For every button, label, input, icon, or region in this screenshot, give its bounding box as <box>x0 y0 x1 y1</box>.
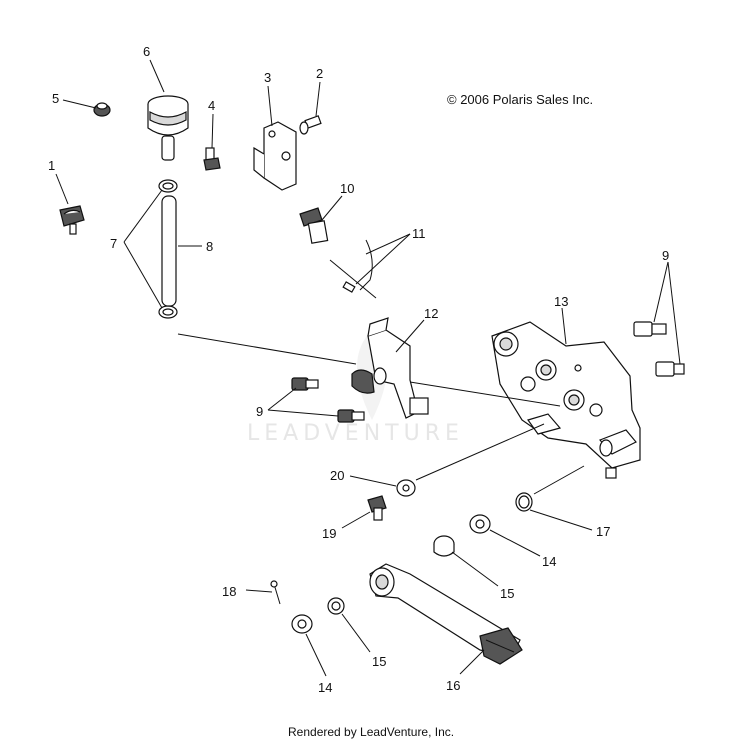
callout-3: 3 <box>264 70 271 85</box>
callout-14-lower: 14 <box>318 680 332 695</box>
callout-7: 7 <box>110 236 117 251</box>
part-9-bolt-right-top[interactable] <box>633 321 667 337</box>
part-19-bolt[interactable] <box>367 495 387 521</box>
part-8-hose[interactable] <box>161 195 177 307</box>
part-6-reservoir[interactable] <box>147 95 189 161</box>
callout-10: 10 <box>340 181 354 196</box>
part-7-hose-clamp-top[interactable] <box>158 179 178 193</box>
callout-19: 19 <box>322 526 336 541</box>
callout-4: 4 <box>208 98 215 113</box>
part-9-bolt-right-bottom[interactable] <box>655 361 685 377</box>
callout-17: 17 <box>596 524 610 539</box>
copyright-text: © 2006 Polaris Sales Inc. <box>447 92 593 107</box>
part-3-bracket[interactable] <box>253 121 297 191</box>
part-15-bushing-upper[interactable] <box>433 535 455 557</box>
part-16-brake-pedal[interactable] <box>369 563 523 665</box>
part-10-banjo-bolt[interactable] <box>299 207 329 244</box>
part-18-cotter-pin[interactable] <box>270 580 281 605</box>
footer-text: Rendered by LeadVenture, Inc. <box>288 725 454 739</box>
callout-18: 18 <box>222 584 236 599</box>
callout-13: 13 <box>554 294 568 309</box>
callout-15-upper: 15 <box>500 586 514 601</box>
part-9-bolt-left-bottom[interactable] <box>337 409 365 423</box>
callout-11: 11 <box>412 226 426 241</box>
callout-9-right: 9 <box>662 248 669 263</box>
part-15-bushing-lower[interactable] <box>327 597 345 615</box>
callout-9-left: 9 <box>256 404 263 419</box>
callout-12: 12 <box>424 306 438 321</box>
callout-14-upper: 14 <box>542 554 556 569</box>
callout-16: 16 <box>446 678 460 693</box>
part-17-spring[interactable] <box>515 492 533 512</box>
callout-8: 8 <box>206 239 213 254</box>
callout-5: 5 <box>52 91 59 106</box>
part-14-washer-upper[interactable] <box>469 514 491 534</box>
leader-lines <box>55 59 681 677</box>
part-20-washer[interactable] <box>396 479 416 497</box>
part-4-bolt[interactable] <box>203 147 221 171</box>
watermark-text: LEADVENTURE <box>247 421 464 446</box>
callout-6: 6 <box>143 44 150 59</box>
callout-1: 1 <box>48 158 55 173</box>
part-11-washers[interactable] <box>329 239 377 299</box>
part-1-clamp[interactable] <box>59 205 85 235</box>
part-2-rivet[interactable] <box>299 115 322 135</box>
part-14-washer-lower[interactable] <box>291 614 313 634</box>
callout-15-lower: 15 <box>372 654 386 669</box>
part-9-bolt-left-top[interactable] <box>291 377 319 391</box>
part-5-cap[interactable] <box>93 102 111 117</box>
callout-2: 2 <box>316 66 323 81</box>
callout-20: 20 <box>330 468 344 483</box>
part-13-mounting-plate[interactable] <box>491 321 641 479</box>
part-12-master-cylinder[interactable] <box>351 317 429 419</box>
